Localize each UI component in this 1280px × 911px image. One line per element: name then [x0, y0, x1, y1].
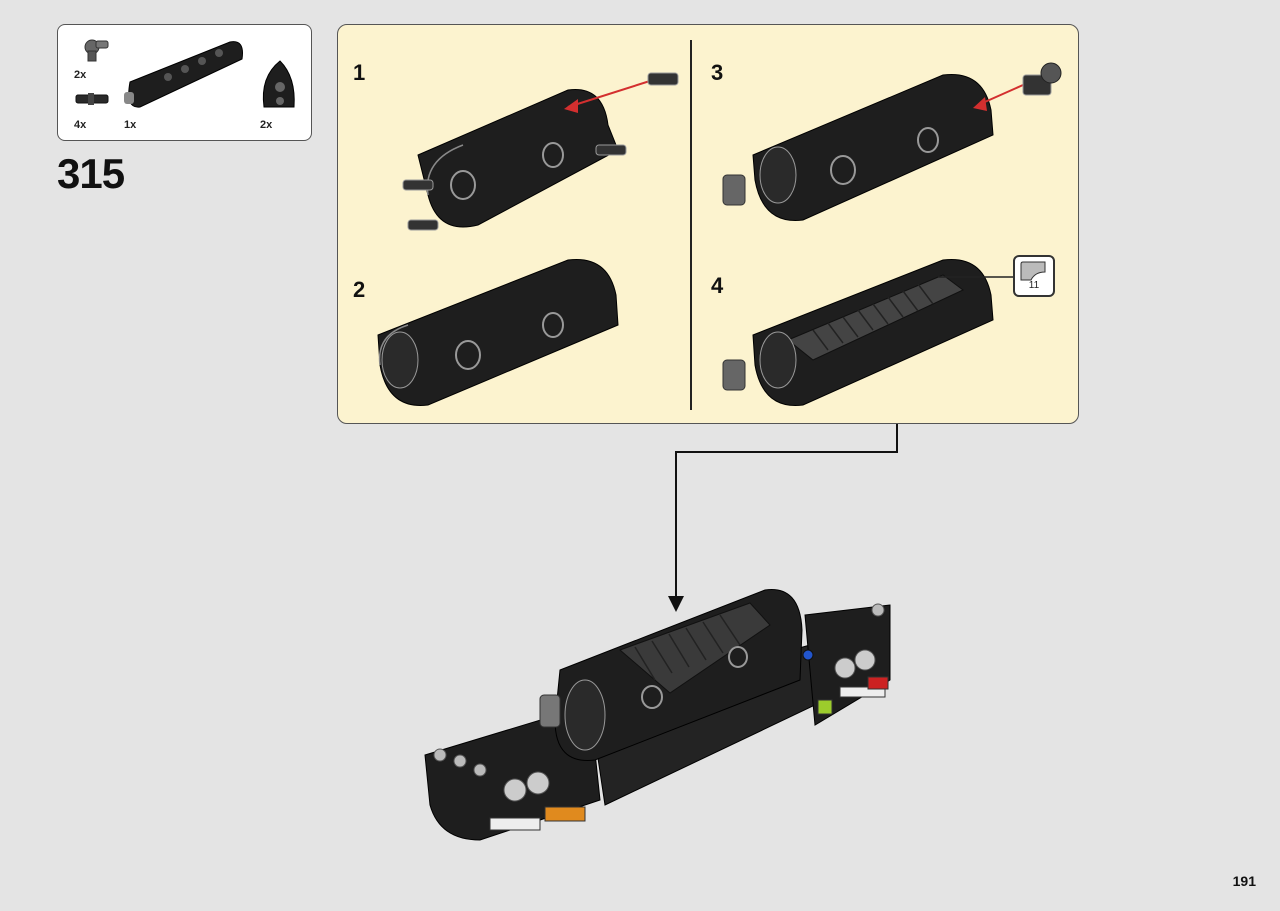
sticker-number: 11: [1028, 280, 1040, 291]
axle-connector-part-icon: [84, 39, 109, 62]
parts-list-box: 2x 4x 1x 2x: [57, 24, 312, 141]
axle-pin-part-icon: [75, 93, 109, 105]
step-number: 315: [57, 150, 125, 197]
sub-step-3-illustration: [722, 62, 1062, 221]
sub-step-divider: [690, 40, 692, 410]
sticker-callout: 11: [1013, 255, 1055, 297]
part-qty-panel-beam: 1x: [124, 119, 137, 131]
sub-step-label-1: 1: [353, 60, 366, 85]
sub-step-label-2: 2: [353, 277, 366, 302]
sub-step-2-illustration: [377, 258, 619, 406]
sticker-icon: [1020, 261, 1046, 281]
part-qty-axle-connector: 2x: [74, 69, 87, 81]
sub-step-label-4: 4: [711, 273, 724, 298]
main-assembly-illustration: [424, 589, 891, 841]
part-qty-axle-pin: 4x: [74, 119, 87, 131]
curved-panel-part-icon: [262, 60, 295, 108]
part-qty-curved-panel: 2x: [260, 119, 273, 131]
sub-step-label-3: 3: [711, 60, 724, 85]
page-number: 191: [1232, 873, 1256, 889]
sub-step-panel: 1 2 3 4: [337, 24, 1079, 424]
sub-step-1-illustration: [402, 72, 679, 231]
sub-step-4-illustration: [722, 258, 1013, 406]
panel-beam-part-icon: [124, 41, 243, 108]
